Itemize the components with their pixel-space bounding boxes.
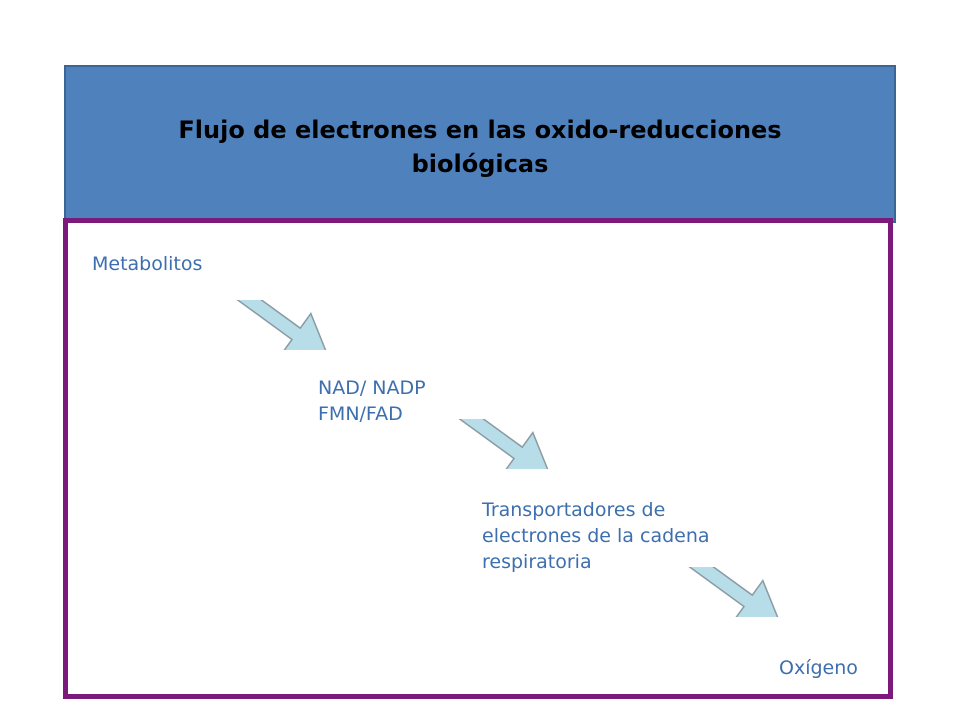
node-transportadores-line-2: electrones de la cadena <box>482 525 710 547</box>
arrow-nad-to-transportadores-icon <box>456 419 552 469</box>
node-transportadores: Transportadores de electrones de la cade… <box>482 497 710 575</box>
node-fmn-fad: FMN/FAD <box>318 403 403 425</box>
node-transportadores-line-1: Transportadores de <box>482 499 666 521</box>
title-banner: Flujo de electrones en las oxido-reducci… <box>64 65 896 223</box>
diagram-panel <box>63 218 893 699</box>
node-nad-fmn: NAD/ NADP FMN/FAD <box>318 375 426 427</box>
arrow-transportadores-to-oxigeno-icon <box>686 567 782 617</box>
node-metabolitos: Metabolitos <box>92 253 203 275</box>
slide-title-line-1: Flujo de electrones en las oxido-reducci… <box>178 116 782 144</box>
slide-title-line-2: biológicas <box>411 150 549 178</box>
slide-title: Flujo de electrones en las oxido-reducci… <box>120 113 840 181</box>
node-transportadores-line-3: respiratoria <box>482 551 592 573</box>
node-nad-nadp: NAD/ NADP <box>318 377 426 399</box>
arrow-metabolitos-to-nad-icon <box>234 300 330 350</box>
node-oxigeno: Oxígeno <box>779 657 858 679</box>
